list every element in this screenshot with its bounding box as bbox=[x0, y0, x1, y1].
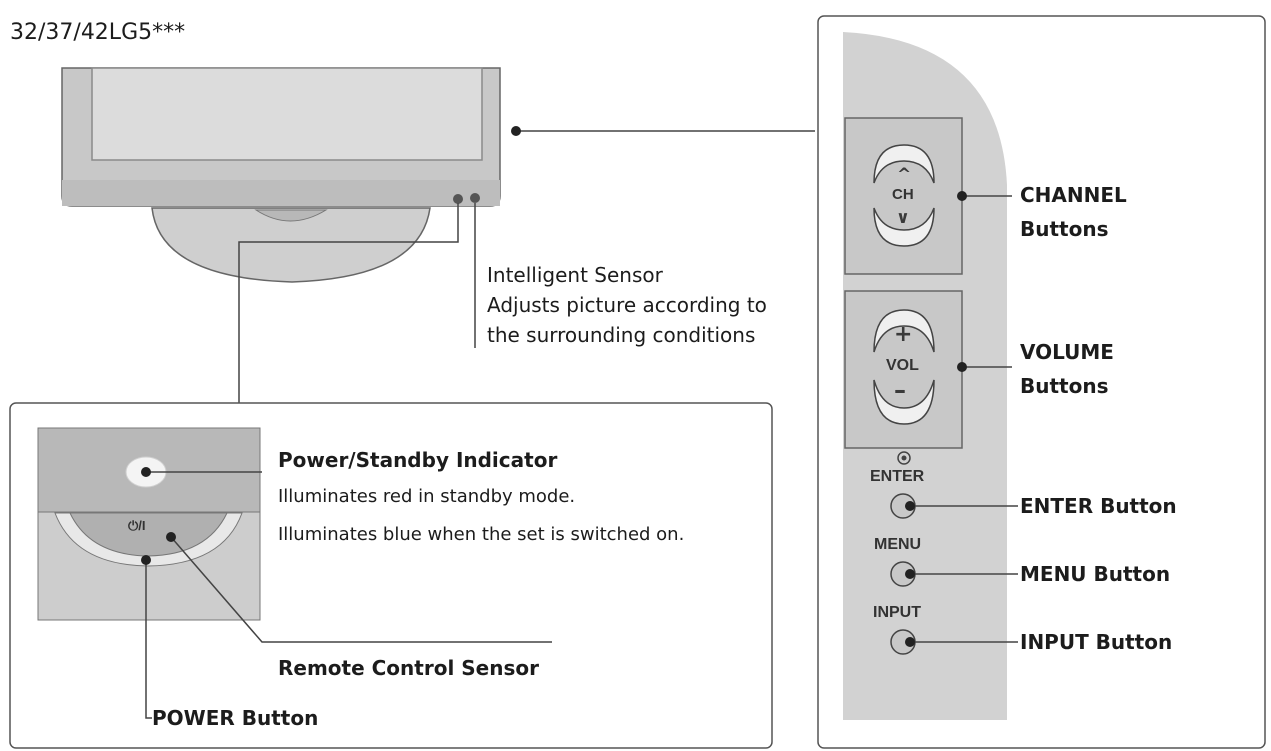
power-indicator-heading: Power/Standby Indicator bbox=[278, 448, 558, 472]
menu-label: MENU bbox=[874, 536, 922, 553]
vol-down-arc bbox=[873, 379, 935, 425]
intelligent-sensor-line1: Adjusts picture according to bbox=[487, 293, 767, 317]
tv-intelligent-sensor bbox=[470, 193, 480, 203]
menu-leader-dot bbox=[905, 569, 915, 579]
tv-power-led bbox=[453, 194, 463, 204]
input-leader-dot bbox=[905, 637, 915, 647]
ch-down-arc bbox=[873, 207, 935, 247]
intelligent-sensor-heading: Intelligent Sensor bbox=[487, 263, 663, 287]
tv-side-leader-dot bbox=[511, 126, 521, 136]
vol-minus-glyph: – bbox=[894, 376, 906, 404]
side-panel-box bbox=[817, 15, 1266, 749]
enter-leader-dot bbox=[905, 501, 915, 511]
power-symbol-label: ⏻/I bbox=[128, 518, 146, 533]
channel-callout-line1: CHANNEL bbox=[1020, 183, 1127, 207]
volume-callout-line1: VOLUME bbox=[1020, 340, 1114, 364]
top-leader-lines bbox=[238, 130, 815, 403]
vol-up-arc bbox=[873, 309, 935, 353]
side-leader-lines bbox=[910, 195, 1018, 643]
tv-bezel-bottom bbox=[62, 180, 500, 206]
channel-leader-dot bbox=[957, 191, 967, 201]
tv-stand-neck bbox=[254, 209, 328, 222]
channel-button-box bbox=[844, 117, 963, 275]
input-label: INPUT bbox=[873, 604, 921, 621]
power-button-label: POWER Button bbox=[152, 706, 319, 730]
tv-screen bbox=[91, 67, 483, 161]
ch-down-glyph: ∨ bbox=[896, 208, 910, 228]
indicator-leader-dot bbox=[141, 467, 151, 477]
enter-callout: ENTER Button bbox=[1020, 494, 1177, 518]
intelligent-sensor-line2: the surrounding conditions bbox=[487, 323, 756, 347]
power-indicator-line1: Illuminates red in standby mode. bbox=[278, 486, 576, 507]
model-title: 32/37/42LG5*** bbox=[10, 20, 186, 45]
power-button-leader-dot bbox=[141, 555, 151, 565]
menu-callout: MENU Button bbox=[1020, 562, 1171, 586]
input-callout: INPUT Button bbox=[1020, 630, 1173, 654]
front-detail-box bbox=[9, 402, 773, 749]
volume-callout-line2: Buttons bbox=[1020, 374, 1109, 398]
remote-control-sensor-label: Remote Control Sensor bbox=[278, 656, 539, 680]
remote-sensor-leader-dot bbox=[166, 532, 176, 542]
vol-label: VOL bbox=[886, 357, 919, 374]
power-indicator-line2: Illuminates blue when the set is switche… bbox=[278, 524, 685, 545]
enter-sensor-ring bbox=[897, 451, 911, 465]
volume-leader-dot bbox=[957, 362, 967, 372]
detail-leader-lines bbox=[145, 471, 552, 719]
tv-illustration bbox=[61, 67, 501, 283]
vol-plus-glyph: + bbox=[894, 322, 913, 347]
channel-callout-line2: Buttons bbox=[1020, 217, 1109, 241]
enter-label: ENTER bbox=[870, 468, 925, 485]
ch-up-glyph: ^ bbox=[897, 165, 912, 185]
ch-label: CH bbox=[892, 186, 914, 203]
enter-sensor-core bbox=[901, 455, 907, 461]
ch-up-arc bbox=[873, 144, 935, 184]
tv-stand-base bbox=[151, 207, 431, 283]
